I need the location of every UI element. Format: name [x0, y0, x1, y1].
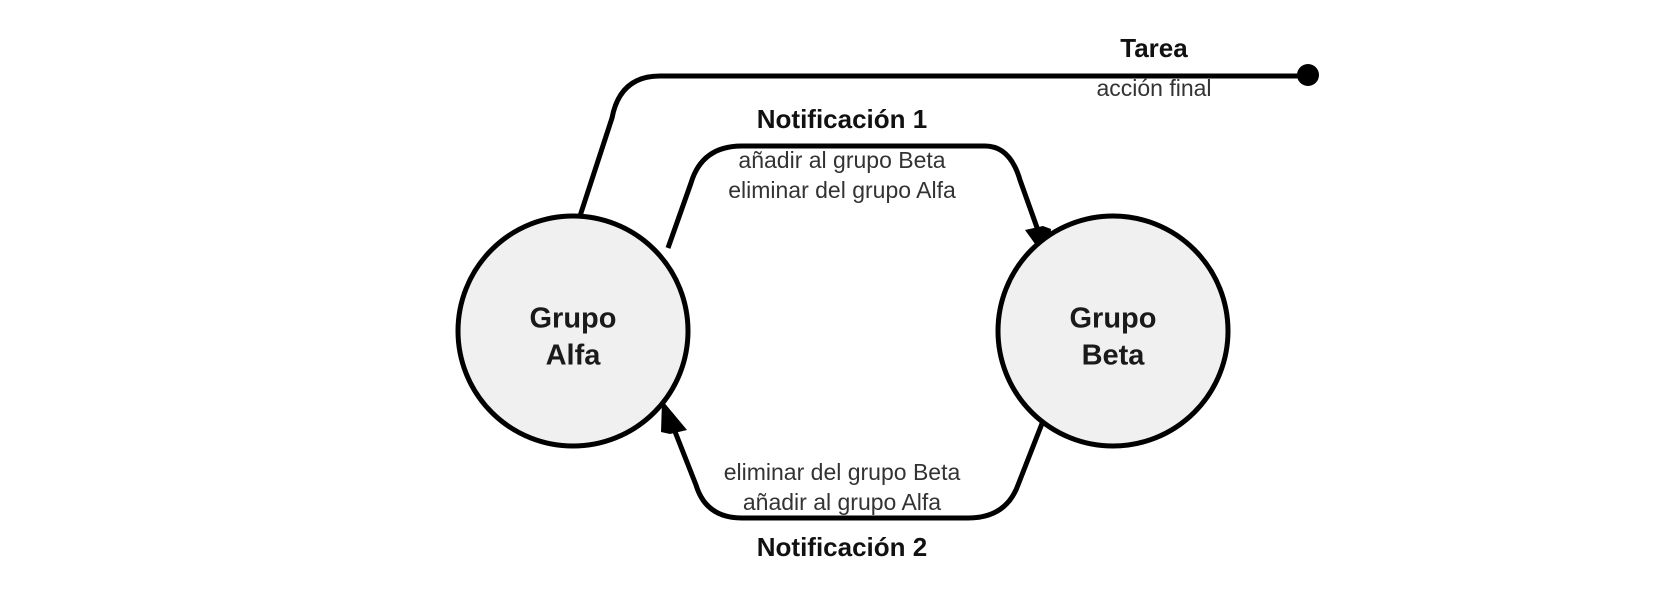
- label-group-notificacion-2: eliminar del grupo Beta añadir al grupo …: [724, 459, 961, 562]
- edge-notificacion-2[interactable]: [661, 400, 1046, 521]
- node-grupo-alfa-label-line1: Grupo: [530, 303, 617, 335]
- node-grupo-beta-label-line1: Grupo: [1070, 303, 1157, 335]
- edge-tarea[interactable]: [577, 64, 1319, 217]
- node-grupo-beta-shape[interactable]: [995, 213, 1231, 449]
- edge-notificacion-2-arrowhead: [661, 400, 687, 434]
- edge-notificacion-2-subtitle-line2: añadir al grupo Alfa: [743, 489, 941, 515]
- edge-notificacion-2-path[interactable]: [669, 420, 1046, 521]
- edge-tarea-title: Tarea: [1120, 33, 1188, 63]
- edge-notificacion-1-subtitle-line1: añadir al grupo Beta: [738, 147, 945, 173]
- edge-notificacion-1-title: Notificación 1: [757, 104, 927, 134]
- edge-tarea-subtitle-line1: acción final: [1096, 75, 1211, 101]
- edge-notificacion-2-title: Notificación 2: [757, 532, 927, 562]
- edge-notificacion-1-path[interactable]: [665, 143, 1043, 249]
- edge-tarea-path[interactable]: [577, 73, 1303, 217]
- node-grupo-beta-label-line2: Beta: [1082, 340, 1146, 372]
- node-grupo-beta[interactable]: Grupo Beta: [995, 213, 1231, 449]
- label-group-notificacion-1: Notificación 1 añadir al grupo Beta elim…: [728, 104, 956, 203]
- edge-notificacion-1-subtitle-line2: eliminar del grupo Alfa: [728, 177, 956, 203]
- node-grupo-alfa-label-line2: Alfa: [546, 340, 602, 372]
- node-grupo-alfa[interactable]: Grupo Alfa: [455, 213, 691, 449]
- label-group-tarea: Tarea acción final: [1096, 33, 1211, 101]
- edge-tarea-endpoint-dot: [1297, 64, 1319, 86]
- edge-notificacion-2-subtitle-line1: eliminar del grupo Beta: [724, 459, 961, 485]
- node-grupo-alfa-shape[interactable]: [455, 213, 691, 449]
